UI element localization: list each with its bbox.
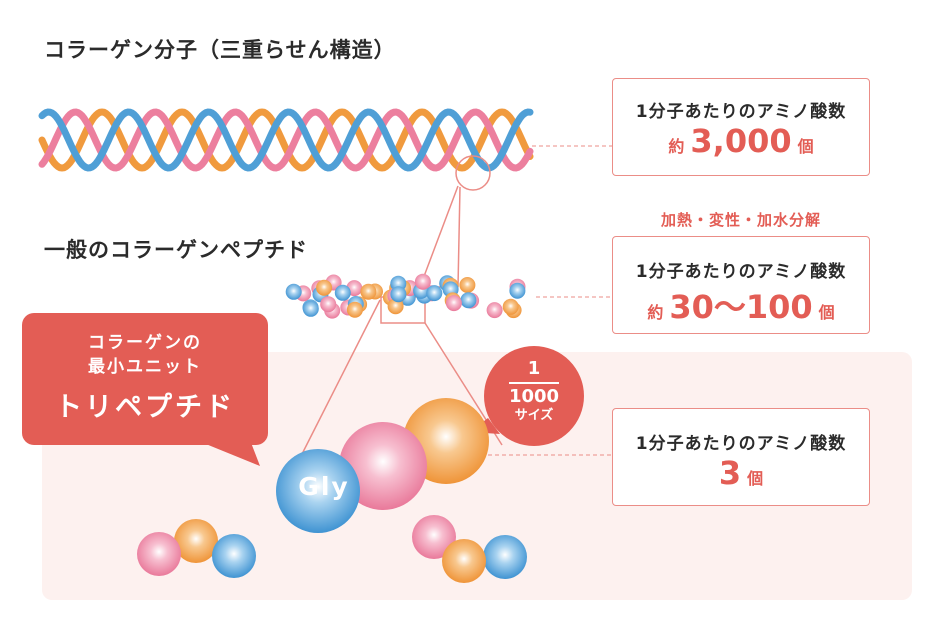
box-label: 1分子あたりのアミノ酸数: [635, 102, 847, 122]
badge-denominator: 1000: [508, 386, 560, 407]
tripeptide-gly-ball: [276, 449, 360, 533]
small-blue-ball: [212, 534, 256, 578]
small-blue-ball-2: [483, 535, 527, 579]
small-orange-ball: [174, 519, 218, 563]
box-value-line: 約 3,000 個: [613, 122, 869, 160]
zoom-circle: [455, 155, 491, 191]
peptide-ball: [346, 301, 363, 318]
small-pink-ball: [137, 532, 181, 576]
gly-label: Gly: [298, 472, 350, 501]
helix-strand-blue: [38, 108, 534, 172]
box-value-line: 約 30〜100 個: [613, 282, 869, 328]
peptide-ball: [426, 285, 443, 302]
peptide-heading: 一般のコラーゲンペプチド: [44, 238, 308, 262]
peptide-amino-box: 1分子あたりのアミノ酸数 約 30〜100 個: [612, 236, 870, 334]
box-suffix: 個: [747, 469, 764, 488]
process-label: 加熱・変性・加水分解: [660, 211, 821, 229]
collagen-heading: コラーゲン分子（三重らせん構造）: [44, 38, 396, 62]
peptide-cluster: [285, 273, 526, 319]
triple-helix: [38, 108, 534, 172]
zoom-line-right: [457, 186, 461, 288]
box-suffix: 個: [797, 137, 814, 156]
peptide-ball: [390, 286, 407, 303]
peptide-ball: [445, 295, 462, 312]
peptide-ball: [460, 292, 477, 309]
helix-strand-pink: [38, 108, 534, 172]
callout-tail: [196, 440, 260, 466]
dashed-leaders: [488, 145, 612, 456]
peptide-zoom-left: [299, 299, 381, 459]
peptide-ball: [285, 283, 302, 300]
callout-line1: コラーゲンの: [88, 333, 202, 353]
zoom-line-left: [419, 185, 459, 288]
badge-fraction-bar: [509, 382, 559, 384]
collagen-amino-box: 1分子あたりのアミノ酸数 約 3,000 個: [612, 78, 870, 176]
box-suffix: 個: [818, 303, 835, 322]
peptide-ball: [360, 283, 377, 300]
peptide-ball: [502, 298, 519, 315]
box-prefix: 約: [668, 137, 685, 156]
peptide-ball: [302, 300, 319, 317]
box-label: 1分子あたりのアミノ酸数: [635, 262, 847, 282]
peptide-ball: [486, 302, 503, 319]
tripeptide-callout: コラーゲンの 最小ユニット トリペプチド: [22, 313, 268, 445]
box-label: 1分子あたりのアミノ酸数: [635, 434, 847, 454]
badge-unit: サイズ: [514, 408, 554, 423]
tripeptide-pink-ball: [339, 422, 427, 510]
peptide-ball: [316, 279, 333, 296]
callout-line2: 最小ユニット: [88, 357, 202, 377]
badge-numerator: 1: [527, 358, 541, 379]
peptide-ball: [414, 273, 431, 290]
peptide-ball: [387, 298, 404, 315]
peptide-ball: [459, 277, 476, 293]
callout-line3: トリペプチド: [55, 392, 235, 423]
box-value: 3: [718, 454, 742, 492]
box-value: 3,000: [690, 122, 792, 160]
small-orange-ball-2: [442, 539, 486, 583]
peptide-ball: [334, 284, 351, 301]
peptide-ball: [320, 296, 337, 313]
peptide-ball: [509, 282, 526, 299]
box-prefix: 約: [647, 303, 664, 322]
small-pink-ball-2: [412, 515, 456, 559]
box-value: 30〜100: [669, 288, 813, 326]
size-badge: 1 1000 サイズ: [484, 346, 584, 446]
